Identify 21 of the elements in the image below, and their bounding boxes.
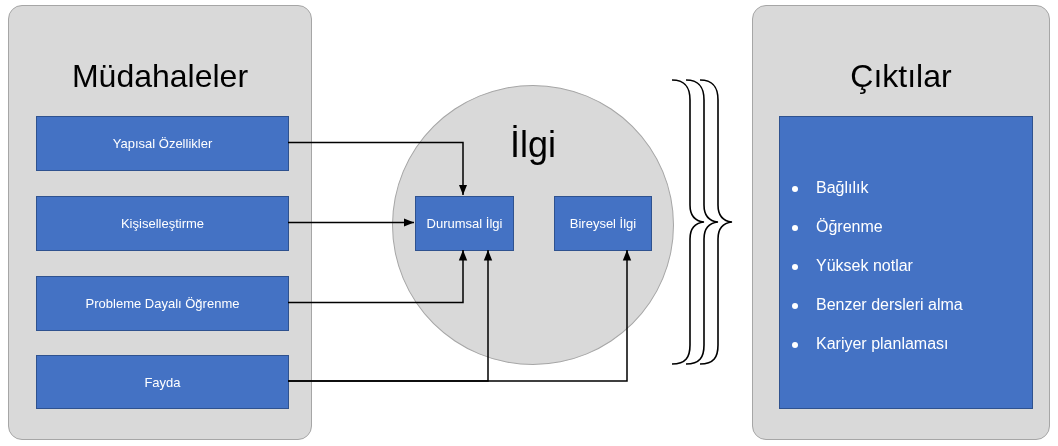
panel-title: Çıktılar xyxy=(849,58,953,95)
group-panel xyxy=(752,5,1050,440)
list-item: Bağlılık xyxy=(816,179,869,197)
outcome-box xyxy=(779,116,1033,409)
list-item: Kariyer planlaması xyxy=(816,335,949,353)
list-item: Benzer dersleri alma xyxy=(816,296,963,314)
process-box: Yapısal Özellikler xyxy=(36,116,289,171)
arrow xyxy=(287,141,468,196)
process-box: Fayda xyxy=(36,355,289,409)
circle-title: İlgi xyxy=(509,124,557,166)
process-box: Probleme Dayalı Öğrenme xyxy=(36,276,289,331)
arrow xyxy=(287,218,415,227)
process-box: Durumsal İlgi xyxy=(415,196,514,251)
arrow xyxy=(287,249,468,304)
process-box: Bireysel İlgi xyxy=(554,196,652,251)
list-item: Öğrenme xyxy=(816,218,883,236)
group-panel xyxy=(8,5,312,440)
list-item: Yüksek notlar xyxy=(816,257,913,275)
process-box: Kişiselleştirme xyxy=(36,196,289,251)
panel-title: Müdahaleler xyxy=(70,58,250,95)
arrow xyxy=(287,249,632,382)
